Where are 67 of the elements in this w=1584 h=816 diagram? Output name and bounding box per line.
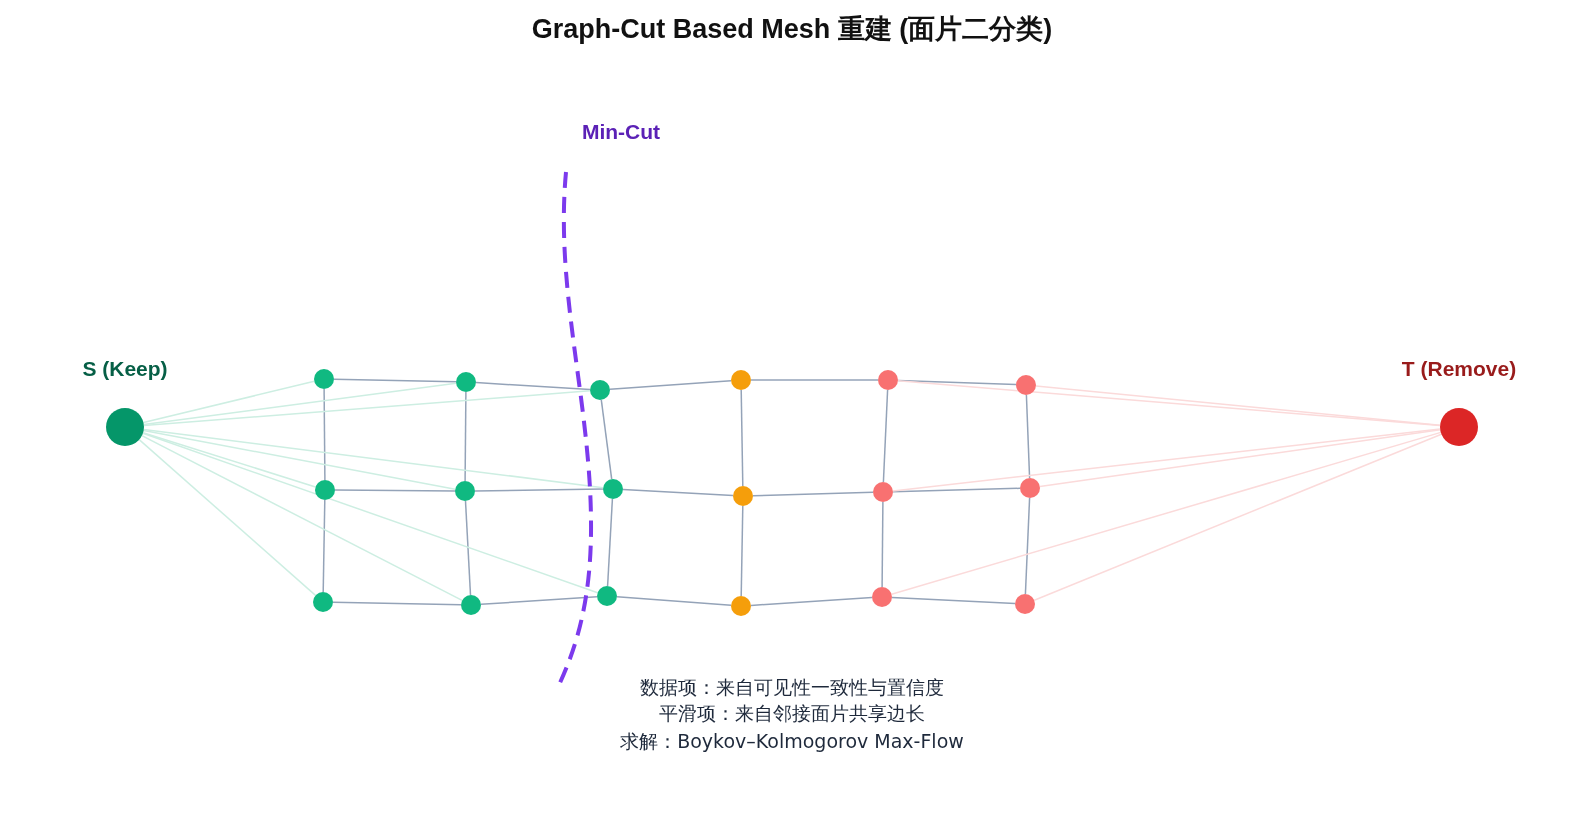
edge-line (1039, 428, 1441, 488)
edge-line (1033, 433, 1443, 601)
edge-line (750, 596, 873, 607)
edge-line (143, 428, 604, 489)
edge-line (143, 382, 457, 426)
edge-line (890, 431, 1442, 595)
graph-node (731, 596, 751, 616)
graph-node (731, 370, 751, 390)
cut-label: Min-Cut (581, 120, 661, 144)
graph-node (878, 370, 898, 390)
edge-line (750, 379, 879, 381)
edge-line (609, 379, 732, 391)
edge-line (333, 378, 457, 383)
terminal-label: S (Keep) (82, 357, 168, 381)
edge-line (480, 595, 598, 606)
edge-line (142, 432, 599, 594)
edge-line (138, 438, 317, 597)
graph-node (314, 369, 334, 389)
graph-node (873, 482, 893, 502)
note-text: 平滑项：来自邻接面片共享边长 (659, 701, 925, 726)
edge-line (606, 498, 614, 587)
edge-line (892, 428, 1441, 492)
edge-line (740, 505, 744, 597)
edge-line (892, 487, 1021, 493)
edge-line (141, 434, 463, 602)
edge-line (881, 501, 884, 588)
edge-line (142, 380, 316, 424)
diagram-title: Graph-Cut Based Mesh 重建 (面片二分类) (531, 13, 1053, 46)
edge-line (740, 389, 744, 487)
graph-node (456, 372, 476, 392)
edge-line (600, 399, 613, 480)
edge-line (1035, 385, 1441, 426)
edge-line (616, 595, 732, 607)
edge-line (464, 391, 467, 482)
edge-line (143, 390, 591, 427)
graph-node (455, 481, 475, 501)
graph-node (1020, 478, 1040, 498)
sink-node (1440, 408, 1478, 446)
edge-line (464, 500, 472, 596)
edge-line (334, 489, 456, 492)
graph-node (1016, 375, 1036, 395)
graph-node (1015, 594, 1035, 614)
edge-line (332, 601, 462, 606)
edge-line (322, 499, 326, 593)
graph-node (315, 480, 335, 500)
graph-node (872, 587, 892, 607)
graph-node (597, 586, 617, 606)
note-text: 求解：Boykov–Kolmogorov Max-Flow (620, 729, 964, 754)
edge-line (142, 431, 317, 488)
edge-line (475, 381, 591, 391)
graph-node (733, 486, 753, 506)
edge-line (622, 488, 734, 497)
edge-line (474, 488, 604, 492)
edge-line (891, 596, 1016, 605)
edge-line (752, 491, 874, 497)
graph-node (603, 479, 623, 499)
edge-line (142, 429, 456, 490)
edge-line (882, 389, 889, 483)
note-text: 数据项：来自可见性一致性与置信度 (640, 675, 944, 700)
edge-line (1025, 394, 1031, 479)
graph-node (590, 380, 610, 400)
edge-line (1024, 497, 1031, 595)
source-node (106, 408, 144, 446)
terminal-label: T (Remove) (1401, 357, 1517, 381)
graph-node (461, 595, 481, 615)
edge-line (323, 388, 326, 481)
graph-node (313, 592, 333, 612)
